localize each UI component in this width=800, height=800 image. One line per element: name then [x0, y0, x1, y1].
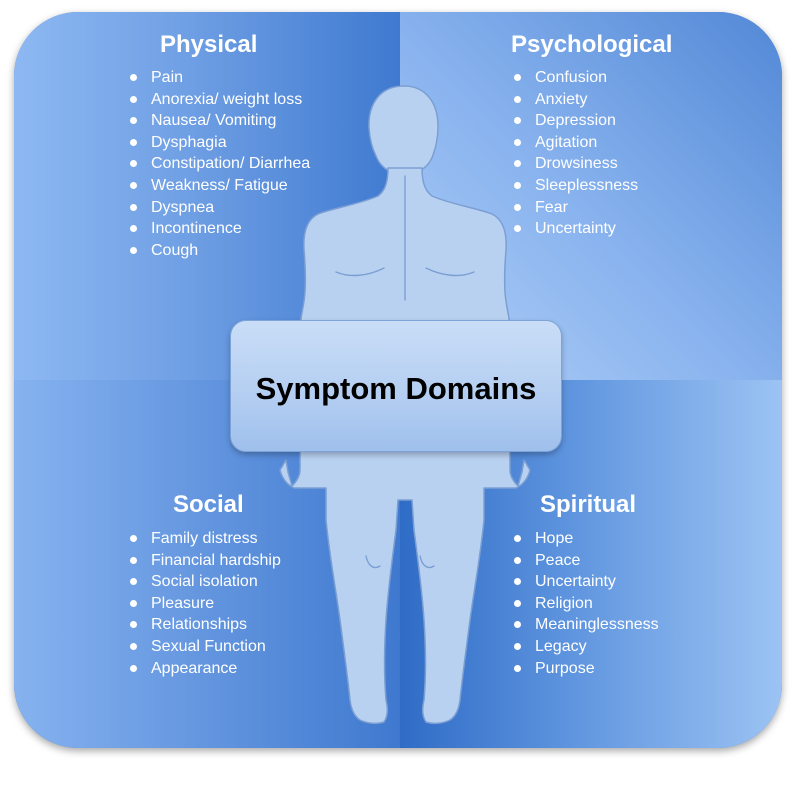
social-item: Family distress [129, 528, 281, 550]
physical-item: Weakness/ Fatigue [129, 175, 310, 197]
psychological-item: Uncertainty [513, 218, 638, 240]
physical-item: Cough [129, 240, 310, 262]
psychological-item: Fear [513, 197, 638, 219]
social-item: Financial hardship [129, 550, 281, 572]
social-item: Social isolation [129, 571, 281, 593]
physical-item: Incontinence [129, 218, 310, 240]
spiritual-item: Religion [513, 593, 659, 615]
spiritual-item: Peace [513, 550, 659, 572]
spiritual-item: Meaninglessness [513, 614, 659, 636]
physical-item: Anorexia/ weight loss [129, 89, 310, 111]
psychological-item: Agitation [513, 132, 638, 154]
social-item: Appearance [129, 658, 281, 680]
psychological-item: Drowsiness [513, 153, 638, 175]
psychological-item: Confusion [513, 67, 638, 89]
psychological-item: Depression [513, 110, 638, 132]
spiritual-list: Hope Peace Uncertainty Religion Meaningl… [513, 528, 659, 679]
spiritual-title: Spiritual [540, 491, 637, 518]
physical-list: Pain Anorexia/ weight loss Nausea/ Vomit… [129, 67, 310, 261]
spiritual-item: Hope [513, 528, 659, 550]
psychological-item: Anxiety [513, 89, 638, 111]
social-item: Sexual Function [129, 636, 281, 658]
center-title-box: Symptom Domains [230, 320, 562, 452]
psychological-list: Confusion Anxiety Depression Agitation D… [513, 67, 638, 240]
psychological-title: Psychological [511, 31, 673, 58]
social-title: Social [173, 491, 244, 518]
spiritual-item: Legacy [513, 636, 659, 658]
social-item: Relationships [129, 614, 281, 636]
spiritual-item: Purpose [513, 658, 659, 680]
physical-item: Nausea/ Vomiting [129, 110, 310, 132]
spiritual-item: Uncertainty [513, 571, 659, 593]
physical-item: Constipation/ Diarrhea [129, 153, 310, 175]
center-title: Symptom Domains [255, 371, 537, 406]
social-item: Pleasure [129, 593, 281, 615]
physical-item: Dyspnea [129, 197, 310, 219]
physical-item: Dysphagia [129, 132, 310, 154]
social-list: Family distress Financial hardship Socia… [129, 528, 281, 679]
physical-title: Physical [160, 31, 258, 58]
physical-item: Pain [129, 67, 310, 89]
psychological-item: Sleeplessness [513, 175, 638, 197]
